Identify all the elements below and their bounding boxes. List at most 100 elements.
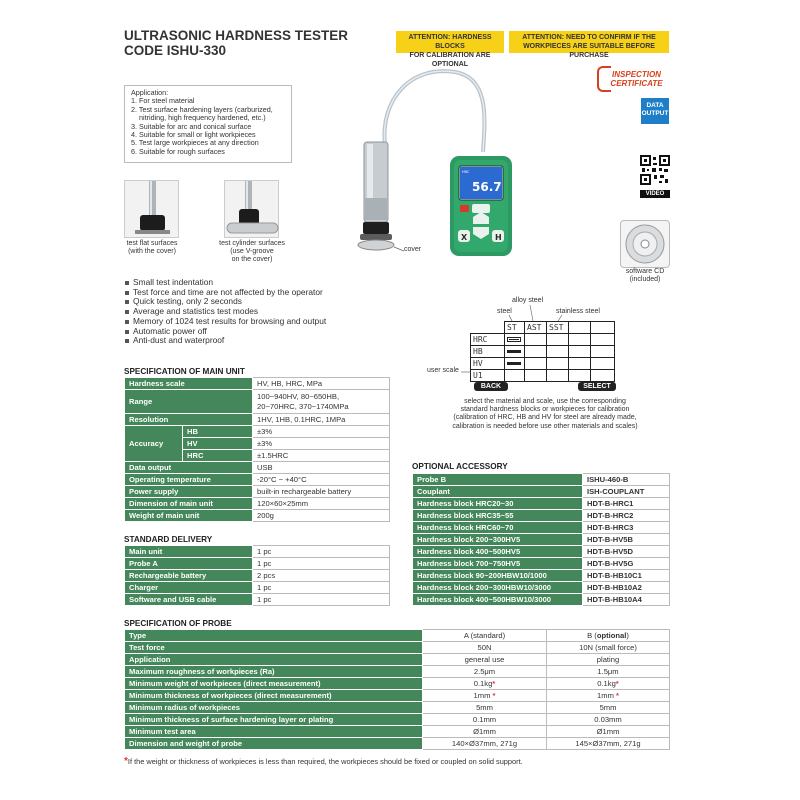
device-button-x: X: [461, 233, 468, 242]
spec-value: ±3%: [252, 425, 390, 438]
grid-cell[interactable]: [504, 369, 525, 382]
feature-item: Average and statistics test modes: [124, 306, 326, 317]
grid-cell[interactable]: [590, 369, 615, 382]
note-line: select the material and scale, use the c…: [464, 398, 626, 405]
cylinder-surface-photo: [224, 180, 279, 238]
probe-b: 145×Ø37mm, 271g: [546, 737, 670, 750]
cylinder-surface-caption: test cylinder surfaces (use V-groove on …: [212, 240, 292, 264]
spec-value: ±3%: [252, 437, 390, 450]
accessory-code: HDT-B-HRC1: [582, 497, 670, 510]
user-scale-leader: [461, 371, 471, 373]
grid-cell[interactable]: [590, 345, 615, 358]
spec-value: USB: [252, 461, 390, 474]
accessory-item: Hardness block 400~500HBW10/3000: [412, 593, 583, 606]
grid-row-header: U1: [470, 369, 505, 382]
grid-cell[interactable]: [524, 345, 547, 358]
probe-spec-table: Type A (standard) B (optional) Test forc…: [124, 629, 670, 750]
accessory-code: HDT-B-HRC2: [582, 509, 670, 522]
device-reading: 56.7: [472, 180, 502, 194]
accessory-code: HDT-B-HB10A4: [582, 593, 670, 606]
probe-key: Dimension and weight of probe: [124, 737, 423, 750]
feature-list: Small test indentation Test force and ti…: [124, 277, 326, 346]
title-line: ULTRASONIC HARDNESS TESTER: [124, 28, 349, 43]
inspection-certificate-badge: INSPECTION CERTIFICATE: [597, 66, 669, 92]
spec-value: ±1.5HRC: [252, 449, 390, 462]
grid-cell[interactable]: [590, 333, 615, 346]
caption-text: on the cover): [231, 256, 273, 263]
grid-cell[interactable]: [546, 357, 569, 370]
probe-key: Minimum radius of workpieces: [124, 701, 423, 714]
back-button[interactable]: BACK: [474, 382, 508, 391]
grid-cell[interactable]: [590, 357, 615, 370]
feature-item: Anti-dust and waterproof: [124, 336, 326, 346]
attention-badge-blocks: ATTENTION: HARDNESS BLOCKS FOR CALIBRATI…: [396, 31, 504, 68]
probe-key: Maximum roughness of workpieces (Ra): [124, 665, 423, 678]
probe-a-cell: 0.1kg*: [422, 677, 547, 690]
accessory-item: Couplant: [412, 485, 583, 498]
accessory-item: Hardness block HRC60~70: [412, 521, 583, 534]
grid-cell[interactable]: [568, 333, 591, 346]
spec-value: HV, HB, HRC, MPa: [252, 377, 390, 390]
application-line: 4. Suitable for small or light workpiece…: [131, 130, 256, 140]
grid-cell[interactable]: [568, 357, 591, 370]
spec-key: Data output: [124, 461, 253, 474]
grid-cell[interactable]: [568, 369, 591, 382]
probe-b: 1mm: [597, 691, 614, 700]
spec-key: Weight of main unit: [124, 509, 253, 522]
badge-text: CERTIFICATE: [610, 79, 663, 88]
probe-b-cell: 1mm *: [546, 689, 670, 702]
spec-value: 200g: [252, 509, 390, 522]
accessory-item: Hardness block 200~300HBW10/3000: [412, 581, 583, 594]
label-steel: steel: [497, 308, 512, 315]
star-mark: *: [124, 756, 128, 767]
grid-cell[interactable]: [504, 357, 525, 370]
note-line: standard hardness blocks or workpieces f…: [460, 406, 630, 414]
probe-key: Application: [124, 653, 423, 666]
delivery-item: Software and USB cable: [124, 593, 253, 606]
application-line: 5. Test large workpieces at any directio…: [131, 138, 259, 148]
cd-icon: [625, 224, 665, 264]
grid-cell[interactable]: [546, 345, 569, 358]
spec-value: 120×60×25mm: [252, 497, 390, 510]
star-mark: *: [616, 691, 619, 700]
qr-video-badge[interactable]: VIDEO: [640, 155, 670, 198]
grid-cell[interactable]: [568, 345, 591, 358]
accessory-item: Hardness block 90~200HBW10/1000: [412, 569, 583, 582]
grid-cell[interactable]: [546, 369, 569, 382]
software-cd-caption: software CD (included): [614, 268, 676, 284]
probe-a-cell: 1mm *: [422, 689, 547, 702]
attention-text: FOR CALIBRATION ARE OPTIONAL: [409, 52, 491, 68]
attention-text: ATTENTION: HARDNESS BLOCKS: [408, 34, 492, 50]
note-line: (calibration of HRC, HB and HV for steel…: [453, 414, 637, 422]
title-code: CODE ISHU-330: [124, 43, 227, 58]
delivery-item: Probe A: [124, 557, 253, 570]
probe-key: Minimum thickness of surface hardening l…: [124, 713, 423, 726]
grid-cell[interactable]: [546, 333, 569, 346]
application-line: 2. Test surface hardening layers (carbur…: [131, 104, 273, 114]
delivery-qty: 1 pc: [252, 593, 390, 606]
grid-cell-selected[interactable]: [504, 333, 525, 346]
star-mark: *: [615, 679, 619, 688]
feature-item: Automatic power off: [124, 326, 326, 337]
probe-key: Type: [124, 629, 423, 642]
spec-subkey: HRC: [182, 449, 253, 462]
probe-b: 0.1kg: [597, 679, 616, 688]
grid-cell[interactable]: [504, 345, 525, 358]
badge-text: DATA: [646, 102, 664, 109]
device-illustration: HRC 56.7 X H: [357, 69, 512, 256]
spec-value: built-in rechargeable battery: [252, 485, 390, 498]
accessory-item: Hardness block 400~500HV5: [412, 545, 583, 558]
feature-item: Quick testing, only 2 seconds: [124, 297, 326, 307]
grid-cell[interactable]: [524, 333, 547, 346]
calibration-note: select the material and scale, use the c…: [420, 398, 670, 431]
probe-b: 10N (small force): [546, 641, 670, 654]
grid-cell[interactable]: [524, 357, 547, 370]
grid-cell[interactable]: [524, 369, 547, 382]
accessory-item: Hardness block HRC35~55: [412, 509, 583, 522]
probe-b-cell: 0.1kg*: [546, 677, 670, 690]
label-user-scale: user scale: [427, 367, 459, 374]
type-b-optional: optional: [596, 631, 627, 640]
application-box: Application: 1. For steel material 2. Te…: [124, 85, 292, 163]
select-button[interactable]: SELECT: [578, 382, 616, 391]
